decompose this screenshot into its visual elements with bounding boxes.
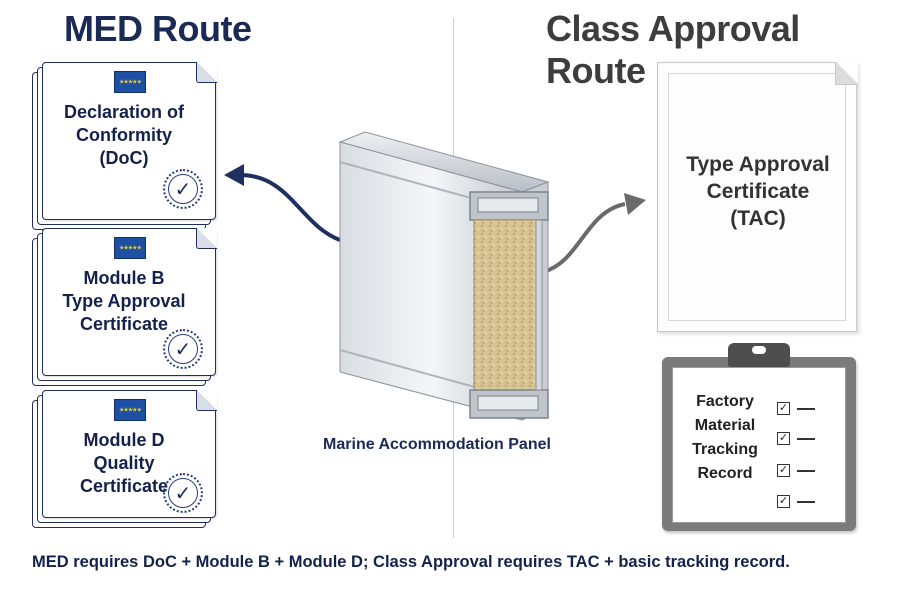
certificate-line: (DoC) <box>99 148 149 168</box>
class-approval-route-title: Class Approval Route <box>546 8 800 91</box>
module-b-certificate: ★★★★★ Module B Type Approval Certificate… <box>42 227 217 376</box>
marine-panel-illustration <box>338 131 550 421</box>
med-route-title: MED Route <box>64 8 252 49</box>
checkbox-icon: ✓ <box>777 464 790 477</box>
checklist-row: ✓ <box>777 495 837 509</box>
certificate-line: Certificate <box>79 314 169 334</box>
checklist-row: ✓ <box>777 464 837 478</box>
eu-flag-icon: ★★★★★ <box>114 71 146 93</box>
module-d-certificate-text: Module D Quality Certificate <box>49 429 199 498</box>
arrow-to-class <box>542 202 626 274</box>
certificate-line: Conformity <box>76 125 172 145</box>
tracking-record-text: Factory Material Tracking Record <box>681 390 769 486</box>
checkmark-seal-icon: ✓ <box>163 169 203 209</box>
doc-certificate: ★★★★★ Declaration of Conformity (DoC) ✓ <box>42 61 217 220</box>
eu-flag-icon: ★★★★★ <box>114 399 146 421</box>
clipboard-clip <box>728 343 790 367</box>
checklist-row: ✓ <box>777 432 837 446</box>
certificate-line: Type Approval <box>686 153 830 176</box>
checkbox-icon: ✓ <box>777 402 790 415</box>
arrow-to-med <box>239 173 341 242</box>
eu-flag-icon: ★★★★★ <box>114 237 146 259</box>
certificate-line: Module D <box>83 430 165 450</box>
checklist-row: ✓ <box>777 402 837 416</box>
module-b-certificate-text: Module B Type Approval Certificate <box>49 267 199 336</box>
module-b-certificate-stack: ★★★★★ Module B Type Approval Certificate… <box>32 227 222 388</box>
arrow-head-med <box>224 164 244 186</box>
panel-label: Marine Accommodation Panel <box>323 436 551 453</box>
module-d-certificate-stack: ★★★★★ Module D Quality Certificate ✓ <box>32 389 222 530</box>
tac-certificate: Type Approval Certificate (TAC) <box>657 61 858 332</box>
doc-certificate-text: Declaration of Conformity (DoC) <box>49 101 199 170</box>
module-d-certificate: ★★★★★ Module D Quality Certificate ✓ <box>42 389 217 518</box>
certificate-line: Module B <box>83 268 165 288</box>
checkmark-seal-icon: ✓ <box>163 473 203 513</box>
record-line: Factory <box>696 393 754 410</box>
record-line: Record <box>697 465 753 482</box>
certificate-line: (TAC) <box>730 207 786 230</box>
record-line: Material <box>694 417 756 434</box>
checkbox-icon: ✓ <box>777 432 790 445</box>
certificate-line: Type Approval <box>62 291 186 311</box>
footer-note: MED requires DoC + Module B + Module D; … <box>32 553 790 571</box>
checkbox-icon: ✓ <box>777 495 790 508</box>
doc-certificate-stack: ★★★★★ Declaration of Conformity (DoC) ✓ <box>32 61 222 232</box>
clipboard-icon: Factory Material Tracking Record ✓ ✓ ✓ ✓ <box>662 343 856 531</box>
certificate-line: Declaration of <box>63 102 185 122</box>
tac-certificate-text: Type Approval Certificate (TAC) <box>658 151 858 232</box>
record-line: Tracking <box>692 441 758 458</box>
tracking-record-sheet: Factory Material Tracking Record ✓ ✓ ✓ ✓ <box>672 367 846 523</box>
certificate-line: Certificate <box>79 476 169 496</box>
certificate-line: Quality <box>93 453 155 473</box>
arrow-head-class <box>624 193 646 215</box>
certificate-line: Certificate <box>706 180 810 203</box>
checkmark-seal-icon: ✓ <box>163 329 203 369</box>
